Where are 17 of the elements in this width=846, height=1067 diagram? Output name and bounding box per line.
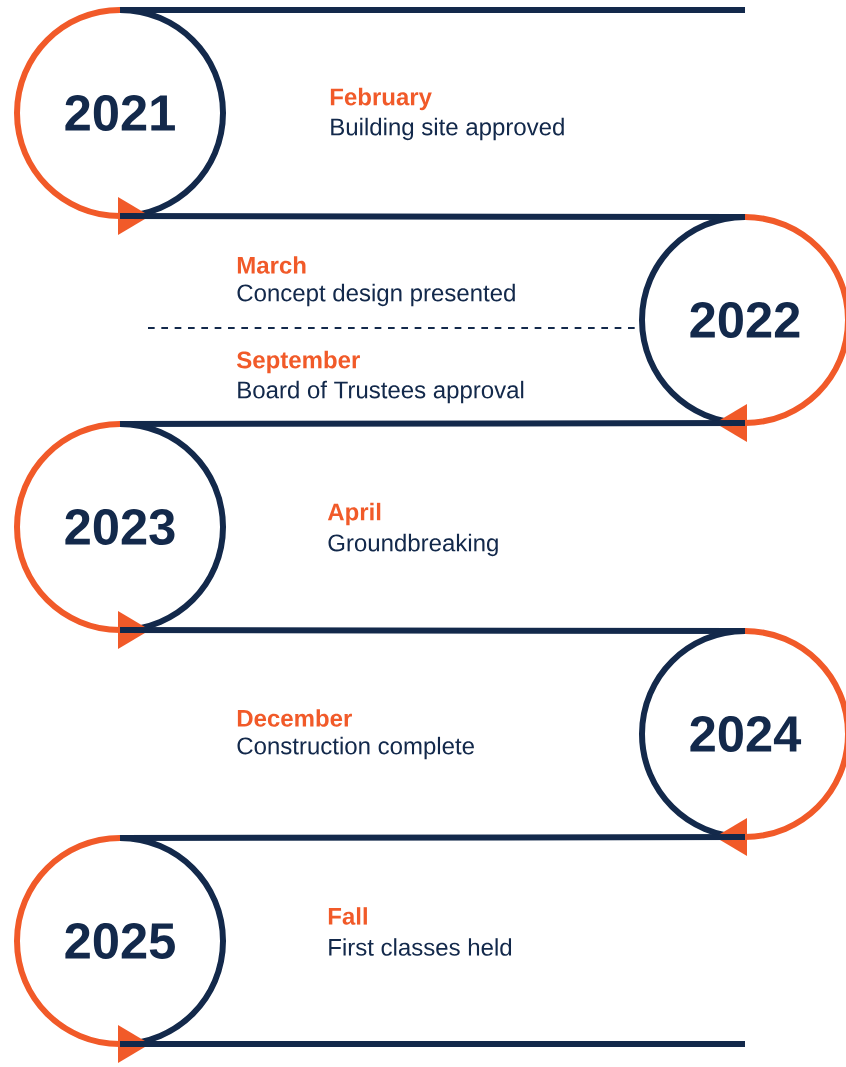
node-label: 2022 [690,302,800,338]
month-heading: December [237,709,352,727]
month-heading: April [327,502,381,526]
month-heading: Fall [328,907,367,925]
milestone-text: Board of Trustees approval [238,380,524,404]
node-label: 2024 [690,716,802,752]
month-heading: February [330,87,432,111]
milestone-text: Building site approved [331,117,564,141]
milestone-text: First classes held [329,938,512,956]
node-label: 2023 [65,509,175,545]
milestone-text: Construction complete [237,736,474,760]
node-label: 2025 [65,923,175,959]
month-heading: March [237,256,306,274]
milestone-text: Groundbreaking [328,533,498,557]
node-label: 2021 [65,95,175,131]
month-heading: September [236,350,360,374]
milestone-text: Concept design presented [237,283,515,307]
